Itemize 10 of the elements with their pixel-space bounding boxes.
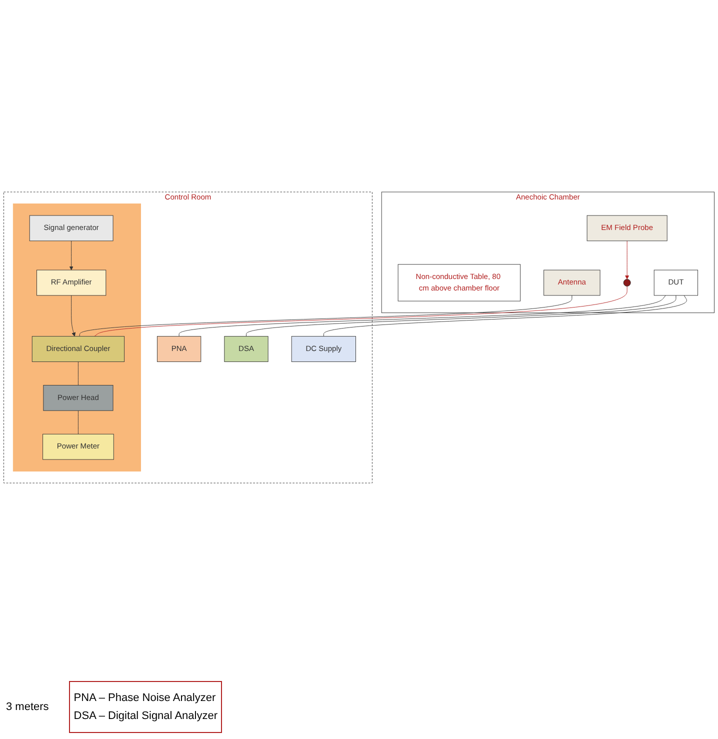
dimension-label: 3 meters bbox=[6, 701, 49, 713]
connector bbox=[323, 295, 687, 337]
connector bbox=[178, 295, 666, 337]
cluster bbox=[12, 204, 141, 472]
note-text: PNA – Phase Noise Analyzer bbox=[74, 692, 217, 704]
node-circle bbox=[623, 278, 631, 286]
connector bbox=[79, 295, 572, 337]
note-text: DSA – Digital Signal Analyzer bbox=[74, 710, 218, 722]
connector bbox=[94, 286, 628, 337]
connector bbox=[246, 295, 676, 337]
